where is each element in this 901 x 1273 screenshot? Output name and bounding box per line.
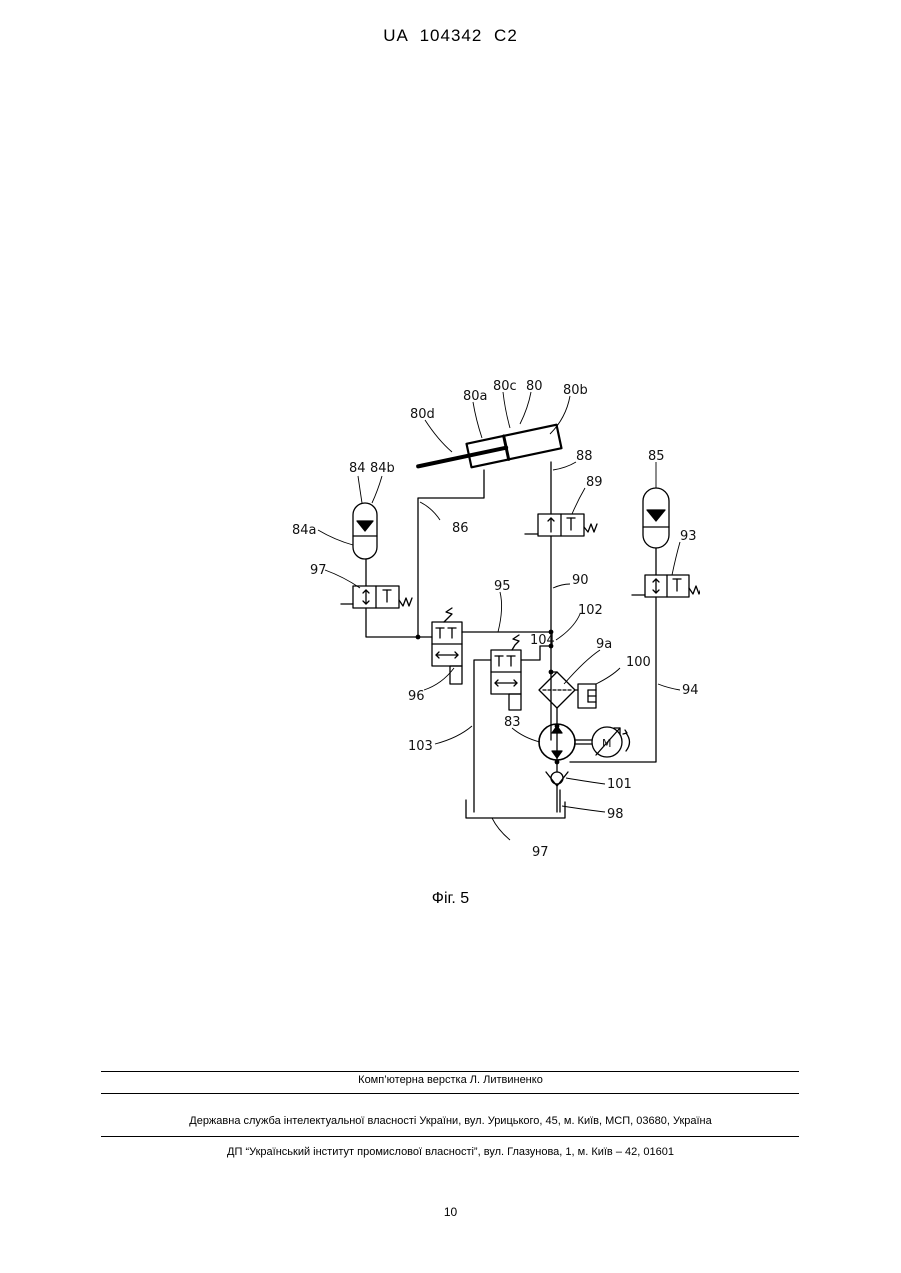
line-103 [474, 660, 491, 812]
cylinder-80 [416, 425, 562, 478]
label-97-valve: 97 [310, 563, 327, 578]
label-90: 90 [572, 573, 589, 588]
hydraulic-circuit-figure: 80d 80a 80c 80 80b 88 89 86 84 84b 84a 8… [280, 370, 700, 870]
label-104: 104 [530, 633, 555, 648]
label-86: 86 [452, 521, 469, 536]
label-80d: 80d [410, 407, 435, 422]
valve-96 [432, 608, 462, 684]
label-95: 95 [494, 579, 511, 594]
footer-agency-address: Державна служба інтелектуальної власност… [0, 1115, 901, 1127]
label-80a: 80a [463, 389, 488, 404]
label-84a: 84a [292, 523, 317, 538]
label-89: 89 [586, 475, 603, 490]
valve-97 [341, 586, 412, 608]
footer-rule-2 [101, 1093, 799, 1094]
indicator-100 [575, 684, 596, 708]
accumulator-85 [643, 488, 669, 548]
valve-89 [525, 514, 597, 536]
label-9a: 9a [596, 637, 612, 652]
label-84: 84 [349, 461, 366, 476]
label-103: 103 [408, 739, 433, 754]
motor-label: M [602, 737, 612, 750]
label-80b: 80b [563, 383, 588, 398]
figure-caption: Фіг. 5 [0, 890, 901, 908]
label-80: 80 [526, 379, 543, 394]
label-100: 100 [626, 655, 651, 670]
footer-rule-1 [101, 1071, 799, 1072]
patent-header: UA 104342 C2 [0, 26, 901, 46]
valve-104 [491, 635, 521, 710]
label-98: 98 [607, 807, 624, 822]
tank-97 [466, 800, 565, 818]
line-94 [570, 597, 656, 762]
footer-layout-credit: Комп’ютерна верстка Л. Литвиненко [0, 1074, 901, 1086]
label-80c: 80c [493, 379, 517, 394]
label-85: 85 [648, 449, 665, 464]
label-101: 101 [607, 777, 632, 792]
valve-93 [632, 575, 700, 597]
pump-83 [539, 724, 575, 760]
footer-rule-3 [101, 1136, 799, 1137]
label-96: 96 [408, 689, 425, 704]
label-93: 93 [680, 529, 697, 544]
footer-institute-address: ДП “Український інститут промислової вла… [0, 1146, 901, 1158]
label-94: 94 [682, 683, 699, 698]
hydraulic-circuit-diagram: 80d 80a 80c 80 80b 88 89 86 84 84b 84a 8… [280, 370, 700, 870]
label-83: 83 [504, 715, 521, 730]
label-88: 88 [576, 449, 593, 464]
page-number: 10 [0, 1205, 901, 1219]
accumulator-84 [353, 503, 377, 559]
label-84b: 84b [370, 461, 395, 476]
label-97-tank: 97 [532, 845, 549, 860]
label-102: 102 [578, 603, 603, 618]
line-86 [418, 470, 484, 635]
